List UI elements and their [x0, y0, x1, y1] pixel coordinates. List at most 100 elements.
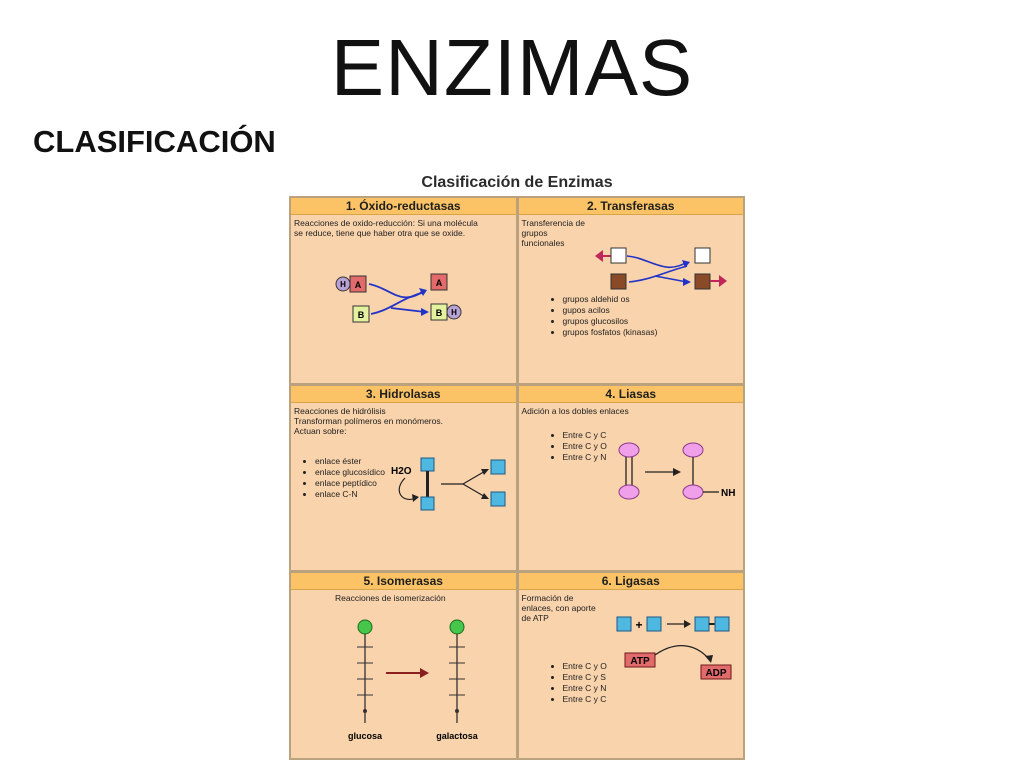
cyan-square [714, 616, 729, 632]
list-item: Entre C y O [563, 661, 623, 672]
cell-heading: 3. Hidrolasas [291, 385, 516, 403]
arrowhead [481, 492, 489, 499]
text-line: funcionales [521, 238, 565, 248]
text-line: se reduce, tiene que haber otra que se o… [294, 228, 466, 238]
text-line: Reacciones de isomerización [335, 593, 446, 604]
cell-heading: 2. Transferasas [518, 198, 743, 215]
a-box [349, 275, 367, 293]
adp-box [700, 664, 731, 680]
item-text: enlace éster [315, 455, 362, 466]
cell-heading: 5. Isomerasas [291, 573, 516, 591]
item-text: Entre C y O [562, 661, 607, 672]
enzyme-classification-figure: Clasificación de Enzimas 1. Óxido-reduct… [286, 171, 748, 763]
cell-heading: 4. Liasas [518, 385, 743, 403]
arrowhead [672, 467, 681, 476]
cyan-square [420, 496, 435, 511]
bullet-list: Entre C y O Entre C y S Entre C y N Entr… [563, 661, 623, 705]
text-line: Reacciones de hidrólisis [294, 405, 386, 416]
list-item: Entre C y C [563, 694, 623, 705]
b-box [352, 305, 370, 323]
arrowhead [682, 278, 691, 286]
bullet-list: Entre C y C Entre C y O Entre C y N [563, 430, 663, 463]
chain-dot [363, 709, 367, 714]
list-item: enlace éster [315, 456, 395, 467]
cell-description: Formación de enlaces, con aporte de ATP [522, 593, 596, 623]
white-square [694, 247, 710, 264]
cyan-square [490, 459, 506, 475]
list-item: Entre C y N [563, 683, 623, 694]
blue-arrow [390, 307, 426, 313]
arrowhead [481, 468, 489, 475]
item-text: Entre C y N [562, 683, 607, 694]
cyan-square [420, 457, 435, 472]
cell-isomerasas: 5. Isomerasas Reacciones de isomerizació… [291, 573, 516, 758]
cell-description: Reacciones de oxido-reducción: Si una mo… [294, 218, 478, 238]
glucosa-label: glucosa [348, 731, 383, 741]
item-text: enlace C-N [315, 488, 358, 499]
green-circle [357, 619, 373, 635]
text-line: Actuan sobre: [294, 425, 347, 436]
cell-ligasas: 6. Ligasas Formación de enlaces, con apo… [518, 573, 743, 758]
curved-arrow [654, 645, 709, 660]
adp-label: ADP [705, 668, 726, 679]
bullet-list: enlace éster enlace glucosídico enlace p… [315, 456, 395, 500]
cyan-square [694, 616, 709, 632]
pink-circle [618, 484, 639, 500]
item-text: grupos fosfatos (kinasas) [562, 327, 658, 337]
pink-circle [682, 442, 703, 458]
item-text: Entre C y O [562, 440, 607, 451]
a-label: A [355, 280, 362, 290]
item-text: Entre C y N [562, 451, 607, 462]
h-circle [446, 304, 462, 320]
pink-circle [682, 484, 703, 500]
green-circle [449, 619, 465, 635]
list-item: Entre C y N [563, 452, 663, 463]
b-label: B [436, 308, 443, 318]
list-item: enlace glucosídico [315, 467, 395, 478]
chain-dot [455, 709, 459, 714]
blue-arrow [626, 255, 687, 268]
cyan-square [616, 616, 631, 632]
galactosa-label: galactosa [436, 731, 479, 741]
list-item: gupos acilos [563, 305, 683, 316]
text-line: grupos [521, 228, 548, 238]
isomerization-diagram: glucosa galactosa [348, 619, 479, 741]
cell-heading: 6. Ligasas [518, 573, 743, 591]
item-text: grupos aldehid os [562, 294, 630, 304]
blue-arrow [370, 291, 426, 315]
classification-grid: 1. Óxido-reductasas Reacciones de oxido-… [289, 196, 745, 760]
white-square [610, 247, 626, 264]
page-title: ENZIMAS [330, 23, 694, 112]
text-line: Formación de [521, 593, 574, 604]
item-text: Entre C y C [562, 429, 607, 440]
cell-hidrolasas: 3. Hidrolasas Reacciones de hidrólisis T… [291, 385, 516, 571]
cell-oxidoreductasas: 1. Óxido-reductasas Reacciones de oxido-… [291, 198, 516, 383]
text-line: Transferencia de [521, 218, 585, 228]
cell-liasas: 4. Liasas Adición a los dobles enlaces E… [518, 385, 743, 571]
atp-box [624, 652, 655, 668]
page-subtitle: CLASIFICACIÓN [33, 124, 276, 159]
redox-diagram: H A B A B H [335, 273, 462, 323]
item-text: Entre C y S [562, 672, 606, 683]
list-item: Entre C y S [563, 672, 623, 683]
a-label: A [436, 278, 443, 288]
a-box [430, 273, 448, 291]
magenta-arrowhead [718, 275, 727, 287]
atp-label: ATP [630, 656, 650, 667]
hydrolysis-diagram: H2O [391, 457, 506, 511]
blue-arrow [628, 265, 687, 283]
arrowhead [704, 655, 713, 664]
h-label: H [451, 308, 457, 317]
cell-heading: 1. Óxido-reductasas [291, 198, 516, 215]
item-text: enlace peptídico [315, 477, 377, 488]
transfer-diagram [594, 247, 727, 290]
cyan-square [646, 616, 661, 632]
text-line: Transforman polímeros en monómeros. [294, 415, 443, 426]
list-item: Entre C y O [563, 441, 663, 452]
h-label: H [340, 280, 346, 289]
item-text: gupos acilos [562, 305, 610, 315]
blue-arrow [654, 275, 687, 283]
arrowhead [419, 288, 427, 296]
arrowhead [681, 260, 690, 268]
list-item: grupos glucosilos [563, 316, 683, 327]
